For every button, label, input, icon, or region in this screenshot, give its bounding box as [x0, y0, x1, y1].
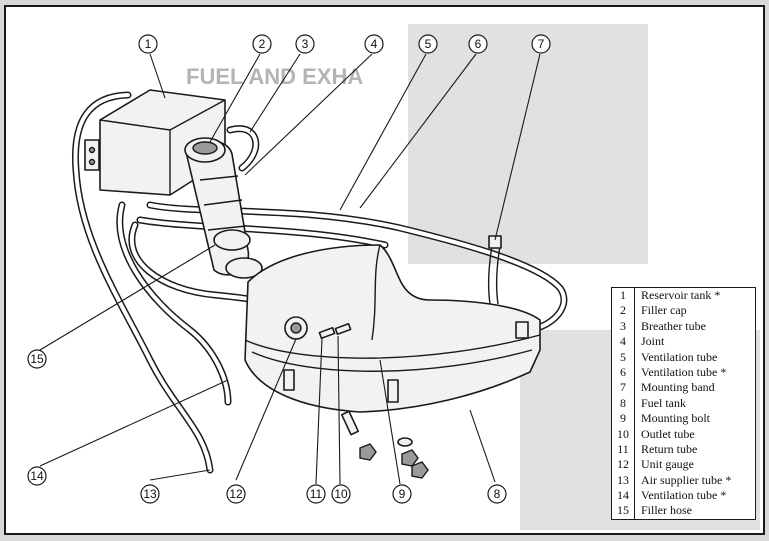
callout-1: 1	[138, 34, 158, 54]
callout-9: 9	[392, 484, 412, 504]
callout-10-label: 10	[334, 487, 348, 501]
legend-label: Ventilation tube *	[641, 488, 727, 503]
legend-label: Mounting bolt	[641, 411, 711, 426]
callout-13: 13	[140, 484, 160, 504]
mounting-bolt	[340, 410, 377, 461]
legend-label: Breather tube	[641, 318, 706, 333]
legend-row: 15 Filler hose	[612, 503, 755, 519]
background-photo	[408, 24, 648, 264]
legend-number: 13	[612, 472, 635, 489]
legend-label: Fuel tank	[641, 395, 686, 410]
callout-3: 3	[295, 34, 315, 54]
mounting-bolt	[411, 461, 429, 479]
legend-number: 10	[612, 426, 635, 442]
callout-13-label: 13	[143, 487, 157, 501]
legend-row: 13 Air supplier tube *	[612, 472, 755, 489]
mounting-bolt	[397, 437, 419, 467]
legend-row: 1 Reservoir tank *	[612, 288, 755, 304]
callout-8: 8	[487, 484, 507, 504]
legend-row: 10 Outlet tube	[612, 426, 755, 442]
callout-8-label: 8	[494, 487, 501, 501]
callout-11-label: 11	[310, 487, 323, 501]
legend-number: 8	[612, 395, 635, 412]
legend-row: 6 Ventilation tube *	[612, 364, 755, 381]
callout-4: 4	[364, 34, 384, 54]
legend-label: Ventilation tube	[641, 349, 718, 364]
callout-9-label: 9	[399, 487, 406, 501]
callout-6: 6	[468, 34, 488, 54]
legend-row: 14 Ventilation tube *	[612, 488, 755, 504]
legend-number: 12	[612, 457, 635, 473]
legend-row: 11 Return tube	[612, 441, 755, 458]
legend-number: 6	[612, 364, 635, 381]
callout-7-label: 7	[538, 37, 545, 51]
fuel-tank	[244, 244, 541, 413]
callout-10: 10	[331, 484, 351, 504]
callout-1-label: 1	[145, 37, 152, 51]
callout-5-label: 5	[425, 37, 432, 51]
legend-row: 8 Fuel tank	[612, 395, 755, 412]
callout-5: 5	[418, 34, 438, 54]
legend-number: 3	[612, 318, 635, 335]
callout-14-label: 14	[30, 469, 44, 483]
legend-number: 1	[612, 288, 635, 304]
legend-label: Reservoir tank *	[641, 288, 721, 302]
callout-7: 7	[531, 34, 551, 54]
legend-number: 7	[612, 380, 635, 396]
filler-hose-assembly	[184, 137, 263, 279]
callout-12-label: 12	[229, 487, 243, 501]
leader-lines	[39, 53, 541, 485]
legend-label: Joint	[641, 334, 665, 349]
callout-15: 15	[27, 349, 47, 369]
legend-label: Air supplier tube *	[641, 472, 732, 487]
legend-row: 2 Filler cap	[612, 303, 755, 319]
callout-6-label: 6	[475, 37, 482, 51]
background-heading: FUEL AND EXHA	[186, 64, 363, 89]
legend-number: 9	[612, 411, 635, 427]
legend-label: Filler cap	[641, 303, 687, 318]
legend-number: 2	[612, 303, 635, 319]
legend-label: Return tube	[641, 441, 698, 456]
legend-number: 4	[612, 334, 635, 350]
mounting-band	[487, 235, 502, 305]
legend-row: 9 Mounting bolt	[612, 411, 755, 427]
legend-row: 5 Ventilation tube	[612, 349, 755, 365]
legend-label: Unit gauge	[641, 457, 694, 472]
callout-3-label: 3	[302, 37, 309, 51]
callout-15-label: 15	[30, 352, 44, 366]
callout-2-label: 2	[259, 37, 266, 51]
legend-number: 15	[612, 503, 635, 519]
callout-11: 11	[306, 484, 326, 504]
mounting-bolts	[340, 410, 429, 479]
legend-row: 12 Unit gauge	[612, 457, 755, 473]
legend-row: 4 Joint	[612, 334, 755, 350]
callout-2: 2	[252, 34, 272, 54]
legend-row: 3 Breather tube	[612, 318, 755, 335]
callout-14: 14	[27, 466, 47, 486]
legend-number: 14	[612, 488, 635, 504]
callout-12: 12	[226, 484, 246, 504]
legend-label: Ventilation tube *	[641, 364, 727, 379]
legend-number: 5	[612, 349, 635, 365]
callout-4-label: 4	[371, 37, 378, 51]
legend-number: 11	[612, 441, 635, 458]
legend-label: Mounting band	[641, 380, 715, 395]
legend-label: Outlet tube	[641, 426, 695, 441]
parts-legend: 1 Reservoir tank * 2 Filler cap 3 Breather tu…	[611, 287, 756, 520]
legend-row: 7 Mounting band	[612, 380, 755, 396]
legend-label: Filler hose	[641, 503, 692, 518]
